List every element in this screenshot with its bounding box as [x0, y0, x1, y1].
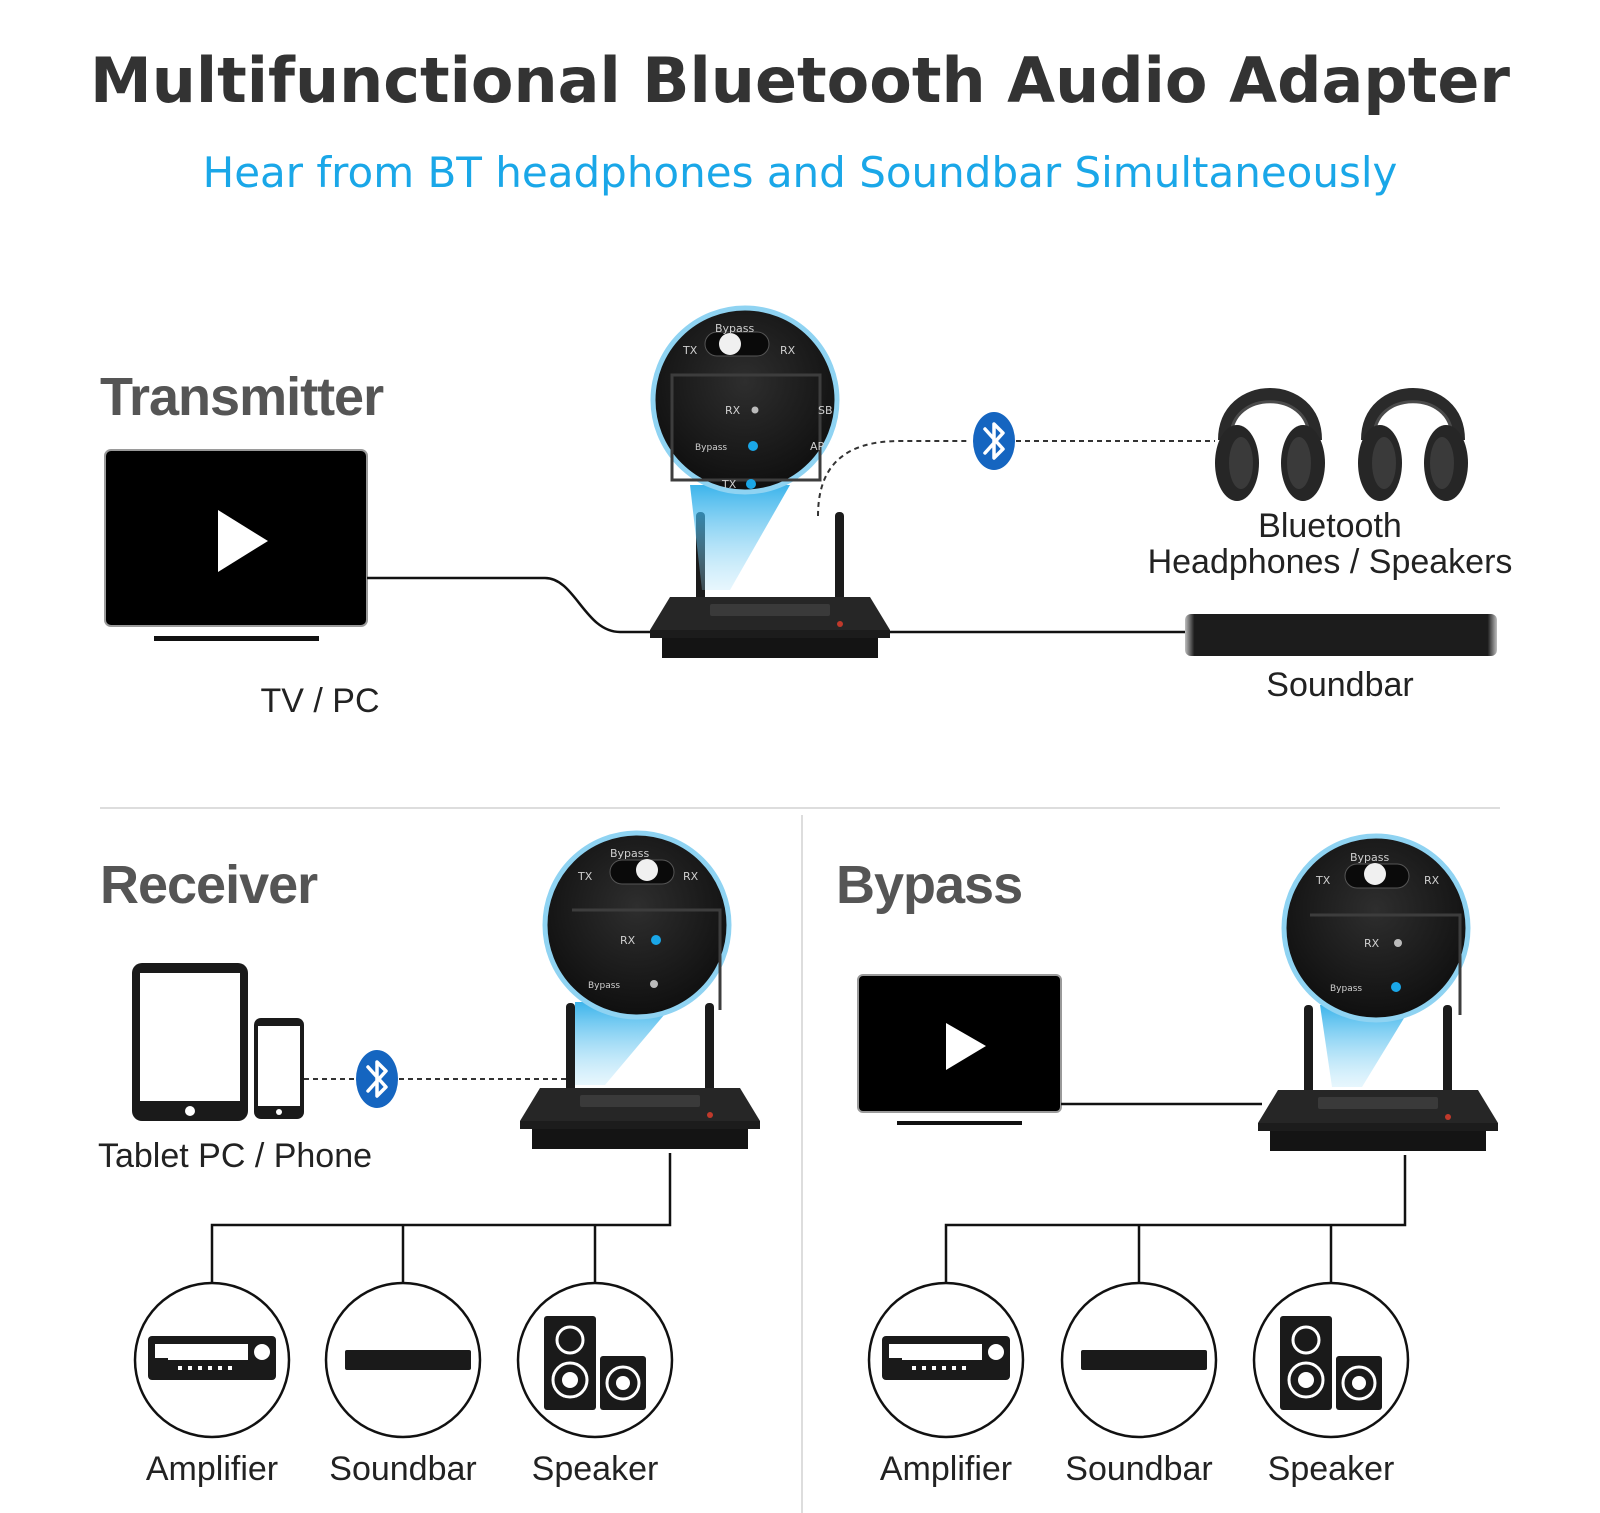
zoom-beam — [690, 485, 790, 590]
led-rx-label: RX — [620, 934, 636, 947]
bypass-heading: Bypass — [836, 855, 1023, 915]
amplifier-label: Amplifier — [145, 1450, 279, 1488]
zoom-circle — [542, 830, 732, 1020]
led-bypass-label: Bypass — [588, 981, 620, 991]
led-bypass-label: Bypass — [695, 443, 727, 453]
tablet-device — [132, 963, 248, 1121]
play-icon — [946, 1023, 986, 1070]
tv-device — [857, 974, 1062, 1125]
side-label-ap: AP — [810, 440, 825, 453]
tv-pc-label: TV / PC — [260, 682, 380, 720]
page-subtitle: Hear from BT headphones and Soundbar Sim… — [202, 148, 1398, 197]
soundbar-icon — [1081, 1350, 1207, 1370]
soundbar-label: Soundbar — [329, 1450, 477, 1488]
phone-device — [254, 1018, 304, 1119]
soundbar-label: Soundbar — [1266, 666, 1414, 704]
led-tx-label: TX — [721, 478, 737, 491]
adapter-device — [650, 512, 890, 658]
zoom-circle — [650, 305, 840, 495]
amplifier-icon — [882, 1336, 1010, 1380]
cable-tv-to-adapter — [367, 576, 655, 634]
zoom-switch-label: Bypass — [610, 847, 650, 860]
led-rx-label: RX — [725, 404, 741, 417]
zoom-tx-label: TX — [577, 870, 593, 883]
soundbar-device — [1185, 614, 1497, 656]
bluetooth-link — [817, 440, 968, 517]
receiver-section — [132, 830, 760, 1439]
bypass-section — [857, 833, 1498, 1439]
headphones-label-line1: Bluetooth — [1258, 507, 1402, 545]
headphones-label-line2: Headphones / Speakers — [1147, 543, 1513, 581]
headphones-icon — [1215, 395, 1325, 501]
zoom-switch-label: Bypass — [715, 322, 755, 335]
bluetooth-icon — [972, 410, 1016, 472]
zoom-circle — [1281, 833, 1471, 1023]
speaker-icon — [1280, 1316, 1382, 1410]
zoom-switch-label: Bypass — [1350, 851, 1390, 864]
speaker-label: Speaker — [1267, 1450, 1395, 1488]
headphones-label: Bluetooth Headphones / Speakers — [1120, 508, 1540, 580]
zoom-rx-label: RX — [1424, 874, 1440, 887]
speaker-label: Speaker — [531, 1450, 659, 1488]
speaker-icon — [544, 1316, 646, 1410]
receiver-heading: Receiver — [100, 855, 318, 915]
amplifier-icon — [148, 1336, 276, 1380]
headphones-icon — [1358, 395, 1468, 501]
amplifier-label: Amplifier — [879, 1450, 1013, 1488]
page-title: Multifunctional Bluetooth Audio Adapter — [90, 44, 1510, 117]
soundbar-label: Soundbar — [1065, 1450, 1213, 1488]
zoom-rx-label: RX — [683, 870, 699, 883]
transmitter-section — [104, 305, 1497, 658]
led-rx-label: RX — [1364, 937, 1380, 950]
tv-pc-device — [104, 449, 368, 641]
bluetooth-icon — [355, 1048, 399, 1110]
transmitter-heading: Transmitter — [100, 367, 384, 427]
tablet-phone-label: Tablet PC / Phone — [97, 1137, 373, 1175]
led-bypass-label: Bypass — [1330, 984, 1362, 994]
zoom-rx-label: RX — [780, 344, 796, 357]
play-icon — [218, 510, 268, 572]
soundbar-icon — [345, 1350, 471, 1370]
side-label-sb: SB — [818, 404, 833, 417]
zoom-tx-label: TX — [682, 344, 698, 357]
zoom-tx-label: TX — [1315, 874, 1331, 887]
